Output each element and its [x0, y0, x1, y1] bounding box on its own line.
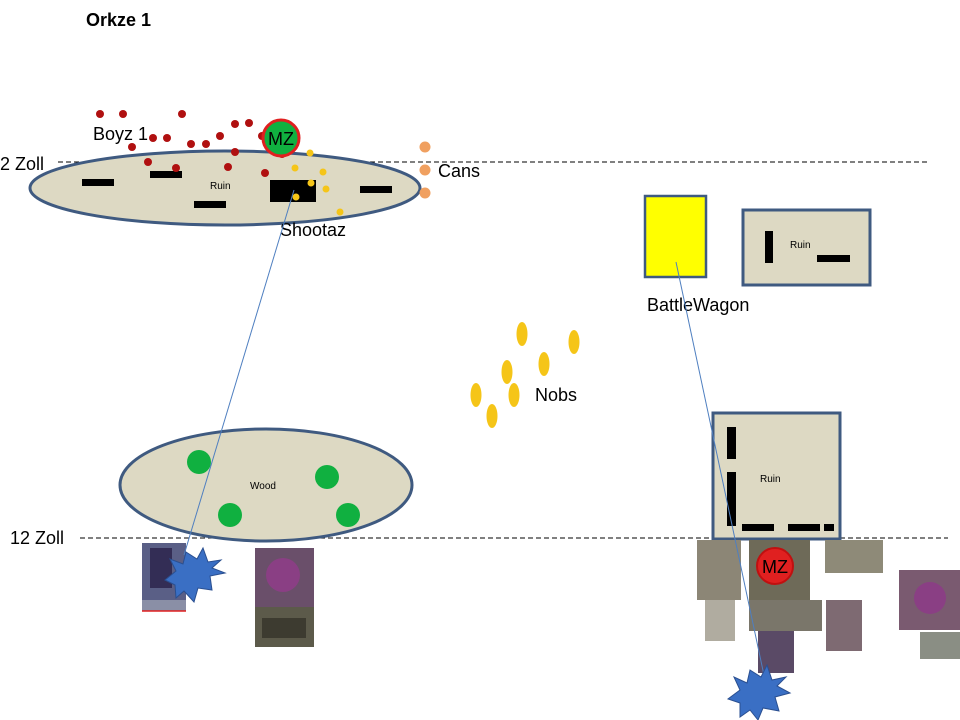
shootaz-label: Shootaz	[280, 220, 346, 240]
wood-trees	[187, 450, 360, 527]
ruin-walls-top-left	[82, 171, 392, 208]
nobs-squad	[470, 322, 580, 428]
ruin-wall	[765, 231, 773, 263]
objective-marker-bottom	[756, 547, 794, 585]
ruin-top-right	[741, 208, 872, 287]
nobs-label: Nobs	[535, 385, 577, 405]
cans-unit	[419, 141, 431, 199]
wood-label: Wood	[250, 481, 276, 492]
battlewagon-label: BattleWagon	[647, 295, 749, 315]
shootaz-squad	[291, 149, 344, 216]
ruin-walls-bottom-right	[727, 427, 834, 531]
ruin-label-top-right: Ruin	[790, 240, 811, 251]
objective-label-top: MZ	[268, 129, 294, 149]
blast-marker-right	[726, 663, 792, 720]
deployment-label-bottom: 12 Zoll	[10, 528, 64, 548]
objective-marker-top	[261, 118, 301, 158]
objective-label-bottom: MZ	[762, 557, 788, 577]
ruin-wall	[817, 255, 850, 262]
line-of-fire-right	[675, 261, 766, 681]
ruin-label-bottom-right: Ruin	[760, 474, 781, 485]
enemy-models-right	[697, 540, 960, 673]
line-of-fire-left	[183, 189, 295, 556]
blast-marker-left	[164, 546, 227, 604]
cans-label: Cans	[438, 161, 480, 181]
ruin-label-top-left: Ruin	[210, 181, 231, 192]
deployment-label-top: 12 Zoll	[0, 154, 44, 174]
battlewagon	[643, 194, 708, 279]
boyz-label: Boyz 1	[93, 124, 148, 144]
map-title: Orkze 1	[86, 10, 151, 30]
enemy-models-left	[142, 543, 314, 647]
